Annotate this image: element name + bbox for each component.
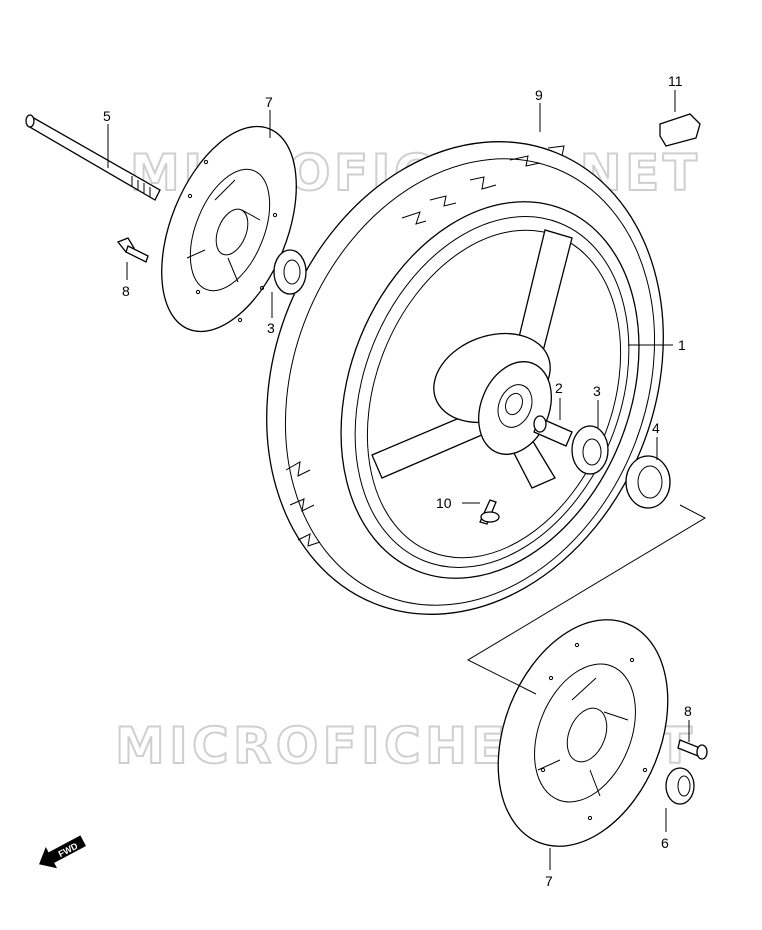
callout-6: 6 — [661, 835, 669, 851]
bearing-left — [273, 249, 307, 295]
callout-7-top: 7 — [265, 94, 273, 110]
callout-2: 2 — [555, 380, 563, 396]
spacer — [533, 415, 573, 447]
valve — [479, 499, 500, 525]
callout-4: 4 — [652, 420, 660, 436]
callout-3-left: 3 — [267, 320, 275, 336]
callout-8-top: 8 — [122, 283, 130, 299]
callout-11: 11 — [668, 73, 683, 89]
bolt-top — [116, 237, 149, 263]
callout-7-bottom: 7 — [545, 873, 553, 889]
rim — [340, 201, 640, 579]
callout-1: 1 — [678, 337, 686, 353]
callout-10: 10 — [436, 495, 452, 511]
axle — [25, 114, 161, 201]
callout-labels: 9 11 5 7 8 3 1 2 3 4 10 8 6 7 — [103, 73, 692, 889]
callout-5: 5 — [103, 108, 111, 124]
callout-9: 9 — [535, 87, 543, 103]
fwd-arrow-icon — [39, 835, 87, 869]
fwd-arrow: FWD — [39, 835, 87, 869]
callout-3-right: 3 — [593, 383, 601, 399]
seal — [625, 455, 671, 509]
bearing-right — [571, 425, 609, 475]
callout-8-bottom: 8 — [684, 703, 692, 719]
guide-lines — [466, 504, 707, 695]
bolt-bottom — [677, 739, 708, 760]
brake-disc-bottom — [497, 619, 669, 847]
leader-lines — [107, 90, 690, 870]
brake-disc-top — [161, 125, 297, 333]
balance-weight — [659, 113, 701, 147]
collar — [665, 767, 695, 805]
